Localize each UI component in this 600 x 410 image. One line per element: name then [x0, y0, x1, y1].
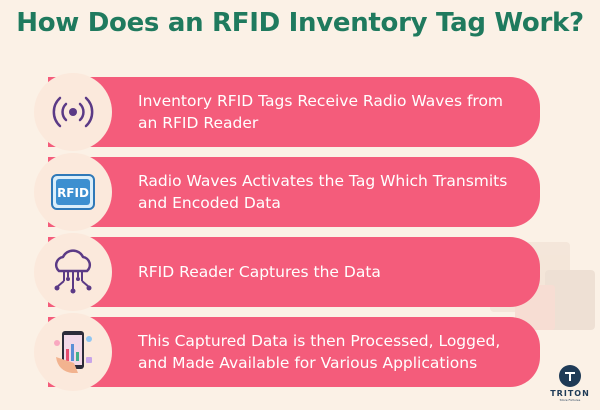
- radio-waves-icon: [34, 73, 112, 151]
- step-text: Inventory RFID Tags Receive Radio Waves …: [138, 92, 504, 132]
- rfid-tag-label: RFID: [57, 186, 89, 200]
- step-card-1: Inventory RFID Tags Receive Radio Waves …: [34, 73, 540, 151]
- rfid-tag-icon: RFID: [34, 153, 112, 231]
- phone-data-icon: [34, 313, 112, 391]
- cloud-network-icon: [34, 233, 112, 311]
- brand-logo: TRITON Store Fixtures: [545, 365, 595, 405]
- step-card-4: This Captured Data is then Processed, Lo…: [34, 313, 540, 391]
- logo-tagline: Store Fixtures: [559, 398, 581, 402]
- step-text: Radio Waves Activates the Tag Which Tran…: [138, 172, 508, 212]
- step-text: This Captured Data is then Processed, Lo…: [138, 332, 501, 372]
- triton-logo-icon: [559, 365, 581, 387]
- step-card-3: RFID Reader Captures the Data: [34, 233, 540, 311]
- step-card-2: RFID Radio Waves Activates the Tag Which…: [34, 153, 540, 231]
- logo-name: TRITON: [550, 389, 590, 398]
- step-text: RFID Reader Captures the Data: [138, 263, 381, 281]
- page-title: How Does an RFID Inventory Tag Work?: [16, 8, 584, 38]
